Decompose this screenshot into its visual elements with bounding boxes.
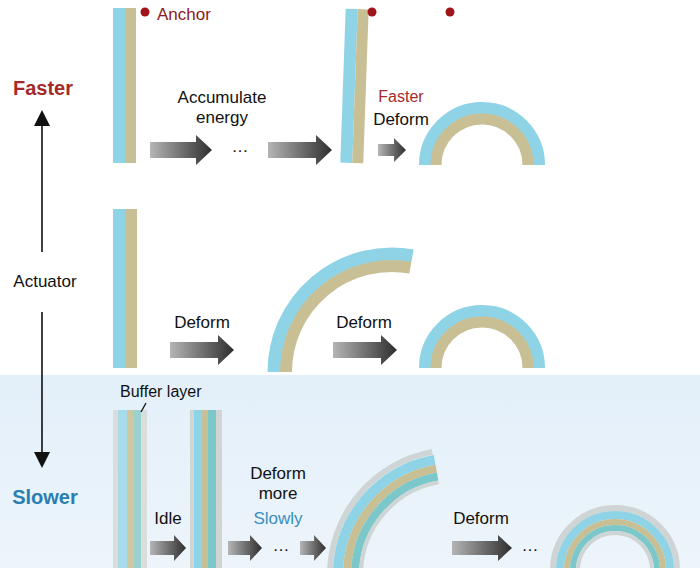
actuator-strip bbox=[113, 8, 136, 163]
speed-label: Slower bbox=[12, 485, 78, 509]
anchor-dot bbox=[368, 8, 377, 17]
bent-actuator bbox=[425, 311, 539, 368]
ellipsis: … bbox=[522, 536, 539, 556]
anchor-dot bbox=[141, 8, 150, 17]
buffered-strip bbox=[190, 410, 222, 568]
block-arrow bbox=[228, 535, 262, 561]
leader-line bbox=[141, 403, 146, 412]
bending-buffered-actuator bbox=[330, 452, 439, 568]
anchor-label: Anchor bbox=[157, 5, 211, 25]
step-label: Idle bbox=[154, 509, 181, 529]
block-arrow bbox=[268, 135, 332, 165]
step-label: Deform bbox=[174, 313, 230, 333]
step-label: Accumulate energy bbox=[167, 88, 277, 129]
bent-buffered-actuator bbox=[553, 508, 677, 568]
speed-label: Faster bbox=[13, 76, 73, 100]
step-label: Deform bbox=[336, 313, 392, 333]
axis-arrow bbox=[41, 118, 43, 252]
part-label: Buffer layer bbox=[120, 382, 202, 401]
speed-label: Slowly bbox=[253, 509, 302, 529]
step-label: Deform bbox=[373, 110, 429, 130]
block-arrow bbox=[333, 335, 397, 365]
block-arrow bbox=[170, 335, 234, 365]
bent-actuator bbox=[425, 108, 539, 165]
block-arrow bbox=[300, 535, 326, 561]
block-arrow bbox=[378, 138, 406, 162]
step-label: Deform bbox=[453, 509, 509, 529]
block-arrow bbox=[150, 135, 212, 165]
step-label: Deform more bbox=[243, 464, 313, 505]
speed-label: Faster bbox=[378, 87, 423, 106]
ellipsis: … bbox=[232, 137, 249, 157]
bending-actuator bbox=[274, 254, 413, 372]
anchor-dot bbox=[446, 8, 455, 17]
ellipsis: … bbox=[273, 536, 290, 556]
axis-label: Actuator bbox=[13, 272, 76, 292]
actuator-strip bbox=[113, 209, 137, 368]
axis-arrow bbox=[41, 312, 43, 460]
block-arrow bbox=[452, 535, 512, 561]
block-arrow bbox=[150, 535, 186, 561]
actuator-strip bbox=[340, 9, 368, 164]
buffered-strip bbox=[113, 410, 147, 568]
